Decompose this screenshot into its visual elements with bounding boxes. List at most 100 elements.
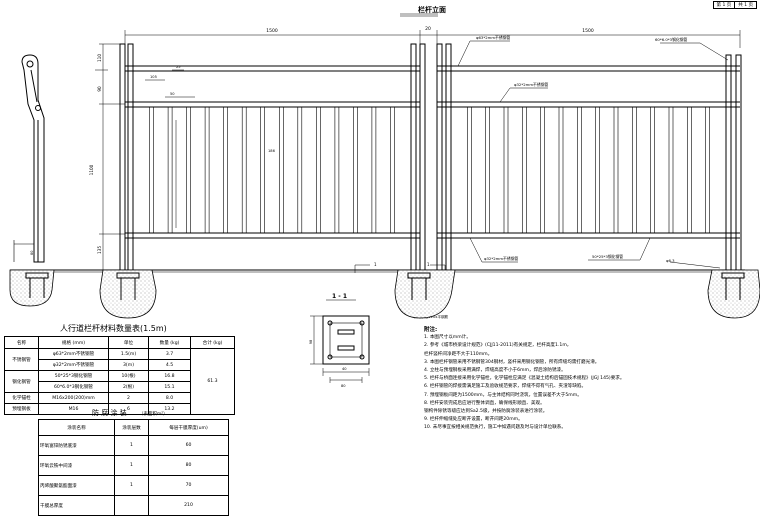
baluster: [631, 106, 637, 234]
svg-text:186: 186: [268, 149, 276, 153]
mat-spec: M16x200(200)mm: [38, 392, 109, 404]
section-mark-2: 1: [427, 262, 430, 267]
mat-spec: 50*25*3钢化钢管: [38, 370, 109, 382]
notes-title: 附注:: [424, 327, 438, 333]
mat-qty: 13.2: [148, 403, 191, 415]
baluster: [521, 106, 527, 234]
mat-unit: 10(根): [108, 370, 149, 382]
mat-header: 单位: [108, 336, 149, 349]
note-line: 2. 参考《城市桥梁设计规范》(CJJ11-2011)有关规定，栏杆高度1.1m…: [424, 343, 572, 349]
baluster: [260, 106, 266, 234]
mat-name: 钢化钢管: [4, 370, 39, 393]
mat-qty: 8.0: [148, 392, 191, 404]
baluster: [278, 106, 284, 234]
baluster: [466, 106, 472, 234]
baluster: [186, 106, 191, 234]
svg-text:40: 40: [342, 367, 347, 371]
svg-text:50: 50: [170, 92, 175, 96]
baluster: [668, 106, 674, 234]
baluster: [540, 106, 546, 234]
note-line: 8. 栏杆安装完成后应进行整体调直，确保线形顺直、美观。: [424, 400, 545, 406]
svg-text:25: 25: [176, 65, 181, 69]
note-line: 7. 预埋钢板间距为1500mm，与主体结构同时浇筑，位置误差不大于5mm。: [424, 392, 582, 398]
baluster: [503, 106, 509, 234]
coat-header: 涂装层数: [114, 419, 149, 436]
sheet-total: 共 1 页: [734, 1, 757, 9]
coat-thick: 80: [148, 455, 229, 476]
section-title: 1 - 1: [332, 293, 347, 300]
svg-text:90: 90: [97, 86, 102, 92]
label-top-rail: φ63*2mm不锈钢管: [476, 35, 510, 40]
mat-spec: φ32*2mm不锈钢管: [38, 359, 109, 371]
baluster: [705, 106, 711, 234]
mat-unit: 6: [108, 403, 149, 415]
side-profile: 80: [13, 54, 45, 263]
mid-rail: [125, 101, 740, 108]
materials-title: 人行道栏杆材料数量表(1.5m): [60, 324, 167, 333]
coat-thick: 70: [148, 475, 229, 496]
section-detail: 1 - 1 98 40 80: [309, 293, 370, 388]
svg-text:80: 80: [30, 251, 34, 255]
coating-title: 防 腐 涂 装 （表面积m²）: [92, 409, 168, 417]
top-rail: [125, 65, 740, 72]
coat-layers: 1: [114, 435, 149, 456]
mat-unit: 2(根): [108, 381, 149, 393]
elevation-title: 栏杆立面: [418, 5, 446, 14]
baluster: [371, 106, 377, 234]
svg-text:98: 98: [309, 339, 313, 344]
baluster: [149, 106, 154, 234]
baluster: [613, 106, 619, 234]
baluster: [485, 106, 491, 234]
coat-thick: 60: [148, 435, 229, 456]
baluster: [576, 106, 582, 234]
mat-qty: 4.5: [148, 359, 191, 371]
svg-text:105: 105: [150, 75, 157, 79]
coat-header: 每层干膜厚度(um): [148, 419, 229, 436]
detail-dims: 105 25 50 186: [145, 65, 276, 228]
label-bottom-rail: φ32*2mm不锈钢管: [484, 256, 518, 261]
mat-spec: φ63*2mm不锈钢管: [38, 348, 109, 360]
note-line: 4. 立柱与预埋钢板采用满焊，焊缝高度不小于6mm，焊后涂防锈漆。: [424, 368, 566, 374]
top-dimension: 1500 20 1500: [124, 26, 741, 48]
coat-layers: 1: [114, 475, 149, 496]
mat-unit: 1.5(m): [108, 348, 149, 360]
label-end-note: φ6.3: [666, 258, 675, 263]
coating-table: 涂装名称 涂装层数 每层干膜厚度(um) 环氧富锌防锈底漆 1 60 环氧云铁中…: [38, 419, 229, 516]
mat-header: 合计 (kg): [190, 336, 235, 349]
section-mark-1: 1: [374, 262, 377, 267]
mat-total: 61.3: [190, 348, 235, 415]
coat-name: 环氧富锌防锈底漆: [38, 435, 115, 456]
baluster: [686, 106, 692, 234]
main-posts: [119, 43, 742, 271]
note-line: 3. 本图栏杆钢管采用不锈钢管304钢材，竖杆采用钢化钢管，所有焊缝均需打磨光滑…: [424, 359, 600, 365]
dim-gap: 20: [425, 26, 431, 32]
coat-name: 干膜总厚度: [38, 495, 115, 516]
dim-left-span: 1500: [266, 28, 278, 34]
note-line: 1. 本图尺寸以mm计。: [424, 335, 471, 341]
baluster: [315, 106, 321, 234]
mat-unit: 2: [108, 392, 149, 404]
note-line: 钢构件除锈等级应达到Sa2.5级，并按防腐涂装表进行涂装。: [424, 409, 548, 415]
bottom-rail: [125, 232, 740, 239]
label-top-post: 60*6.0*3钢化钢管: [655, 37, 687, 42]
mat-unit: 3(m): [108, 359, 149, 371]
mat-name: 不锈钢管: [4, 348, 39, 371]
coat-name: 丙烯酸聚氨酯面漆: [38, 475, 115, 496]
coat-layers: 1: [114, 455, 149, 476]
mat-header: 规格 (mm): [38, 336, 109, 349]
mat-qty: 15.1: [148, 381, 191, 393]
note-line: 5. 栏杆与桥面连接采用化学锚栓，化学锚栓应满足《混凝土结构后锚固技术规程》(J…: [424, 376, 625, 382]
baluster: [595, 106, 601, 234]
coat-name: 环氧云铁中间漆: [38, 455, 115, 476]
baluster: [223, 106, 228, 234]
mat-header: 数量 (kg): [148, 336, 191, 349]
balusters: [149, 106, 711, 234]
notes: 附注: 1. 本图尺寸以mm计。 2. 参考《城市桥梁设计规范》(CJJ11-2…: [424, 326, 724, 433]
baluster: [334, 106, 340, 234]
mat-name: 化学锚栓: [4, 392, 39, 404]
dim-right-span: 1500: [582, 28, 594, 34]
note-line: 10. 未尽事宜按相关规范执行，施工中如遇问题及时与设计单位联系。: [424, 425, 566, 431]
baluster: [650, 106, 656, 234]
baluster: [353, 106, 358, 234]
sheet-page: 第 1 页: [712, 1, 736, 9]
